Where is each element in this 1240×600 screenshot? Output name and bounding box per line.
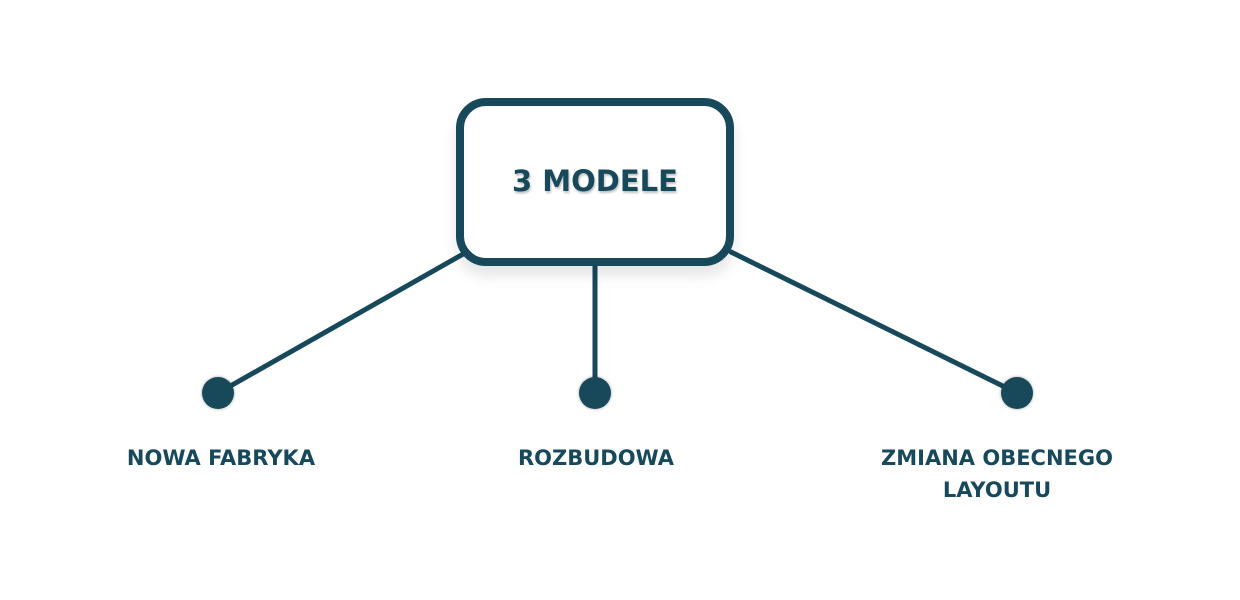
node-label-line: ROZBUDOWA — [517, 446, 675, 470]
node-dot-nowa-fabryka — [202, 377, 234, 409]
node-dot-zmiana-obecnego-layoutu — [1001, 377, 1033, 409]
connector-left — [215, 250, 468, 396]
node-label-rozbudowa: ROZBUDOWA — [471, 442, 721, 474]
node-dot-rozbudowa — [579, 377, 611, 409]
root-node-title: 3 MODELE — [512, 164, 678, 198]
node-label-line-2: LAYOUTU — [942, 478, 1052, 502]
connector-right — [728, 249, 1020, 396]
node-label-line: NOWA FABRYKA — [126, 446, 316, 470]
node-label-nowa-fabryka: NOWA FABRYKA — [96, 442, 346, 474]
node-label-line-1: ZMIANA OBECNEGO — [881, 446, 1113, 470]
node-label-zmiana-obecnego-layoutu: ZMIANA OBECNEGO LAYOUTU — [847, 442, 1147, 506]
root-node-box: 3 MODELE — [456, 98, 734, 266]
